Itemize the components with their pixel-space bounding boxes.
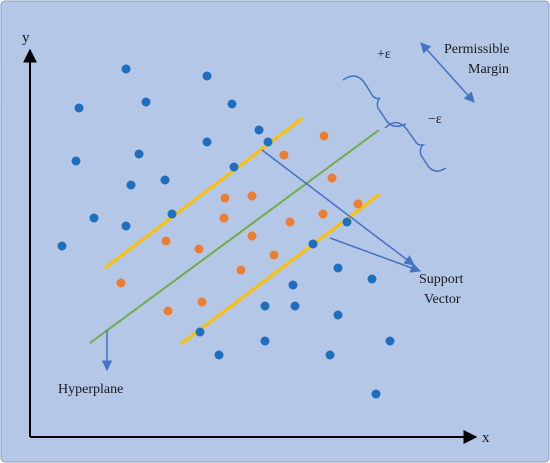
blue-points (57, 64, 395, 399)
blue-point (167, 209, 177, 219)
minus-epsilon-brace (384, 122, 447, 172)
blue-point (71, 156, 81, 166)
blue-point (126, 180, 136, 190)
hyperplane-line (89, 129, 380, 344)
orange-point (220, 193, 230, 203)
blue-point (254, 125, 264, 135)
blue-point (367, 274, 377, 284)
orange-point (197, 297, 207, 307)
x-axis-label: x (482, 430, 490, 446)
blue-point (290, 301, 300, 311)
orange-point (279, 150, 289, 160)
support-vector-arrow-2 (329, 237, 421, 273)
orange-point (194, 244, 204, 254)
blue-point (121, 64, 131, 74)
orange-point (353, 199, 363, 209)
blue-point (371, 389, 381, 399)
plus-epsilon-label: +ε (377, 47, 391, 62)
blue-point (333, 310, 343, 320)
orange-point (219, 213, 229, 223)
orange-point (269, 250, 279, 260)
support-vector-label-line2: Vector (424, 292, 461, 307)
orange-point (161, 236, 171, 246)
blue-point (202, 71, 212, 81)
blue-point (385, 336, 395, 346)
orange-points (116, 131, 363, 316)
orange-point (247, 191, 257, 201)
orange-point (236, 265, 246, 275)
blue-point (202, 137, 212, 147)
blue-point (121, 221, 131, 231)
orange-point (285, 217, 295, 227)
support-vector-label-line1: Support (419, 272, 463, 287)
orange-point (163, 306, 173, 316)
y-axis-label: y (22, 30, 30, 46)
orange-point (247, 231, 257, 241)
blue-point (229, 162, 239, 172)
blue-point (333, 263, 343, 273)
orange-point (319, 131, 329, 141)
orange-point (116, 278, 126, 288)
minus-epsilon-label: −ε (428, 112, 442, 127)
blue-point (134, 149, 144, 159)
blue-point (260, 301, 270, 311)
blue-point (342, 217, 352, 227)
permissible-margin-label-line2: Margin (468, 62, 509, 77)
blue-point (195, 327, 205, 337)
blue-point (89, 213, 99, 223)
blue-point (74, 103, 84, 113)
blue-point (160, 175, 170, 185)
blue-point (227, 99, 237, 109)
blue-point (260, 336, 270, 346)
blue-point (325, 350, 335, 360)
blue-point (214, 350, 224, 360)
permissible-margin-arrow (420, 42, 475, 103)
permissible-margin-label-line1: Permissible (444, 42, 509, 57)
blue-point (263, 137, 273, 147)
blue-point (141, 97, 151, 107)
support-vector-arrow-1 (261, 149, 415, 266)
orange-point (327, 173, 337, 183)
hyperplane-label: Hyperplane (58, 382, 123, 397)
blue-point (308, 239, 318, 249)
orange-point (318, 209, 328, 219)
blue-point (288, 280, 298, 290)
blue-point (57, 241, 67, 251)
